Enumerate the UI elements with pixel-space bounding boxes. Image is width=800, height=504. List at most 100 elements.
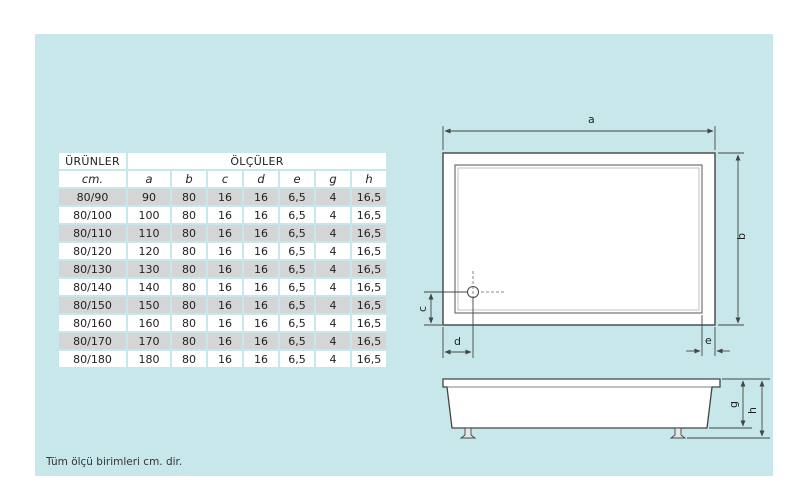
product-cell: 80/170 xyxy=(59,333,126,349)
dimension-cell: 80 xyxy=(172,279,206,295)
dimension-cell: 6,5 xyxy=(280,351,314,367)
subheader-cell: a xyxy=(128,171,170,187)
footnote: Tüm ölçü birimleri cm. dir. xyxy=(46,456,183,468)
tray-basin-edge xyxy=(457,167,700,311)
dimension-c: c xyxy=(416,291,468,326)
tray-inner-basin xyxy=(454,164,703,314)
dimension-cell: 160 xyxy=(128,315,170,331)
dimension-cell: 80 xyxy=(172,315,206,331)
dimension-cell: 16,5 xyxy=(352,315,386,331)
dimension-cell: 130 xyxy=(128,261,170,277)
label-h: h xyxy=(746,407,759,414)
dimension-cell: 16,5 xyxy=(352,297,386,313)
dimension-cell: 16 xyxy=(244,297,278,313)
tray-foot-right xyxy=(669,427,687,439)
label-a: a xyxy=(588,113,595,126)
dimension-cell: 100 xyxy=(128,207,170,223)
label-d: d xyxy=(454,335,461,348)
dimension-cell: 4 xyxy=(316,261,350,277)
product-cell: 80/130 xyxy=(59,261,126,277)
product-cell: 80/110 xyxy=(59,225,126,241)
dimension-cell: 16 xyxy=(244,315,278,331)
dimension-cell: 4 xyxy=(316,333,350,349)
dimension-cell: 4 xyxy=(316,351,350,367)
product-cell: 80/120 xyxy=(59,243,126,259)
header-products: ÜRÜNLER xyxy=(59,153,126,169)
dimension-cell: 16,5 xyxy=(352,243,386,259)
subheader-cell: g xyxy=(316,171,350,187)
dimension-d: d xyxy=(442,298,474,358)
dimension-cell: 90 xyxy=(128,189,170,205)
dimension-cell: 16,5 xyxy=(352,189,386,205)
dimension-cell: 6,5 xyxy=(280,243,314,259)
dimension-cell: 170 xyxy=(128,333,170,349)
dimension-a: a xyxy=(442,113,716,150)
label-e: e xyxy=(705,334,712,347)
product-cell: 80/90 xyxy=(59,189,126,205)
dimension-cell: 16 xyxy=(208,315,242,331)
dimension-cell: 6,5 xyxy=(280,333,314,349)
table-subheader-row: cm. a b c d e g h xyxy=(59,171,386,187)
tray-top-view xyxy=(442,152,716,326)
header-dimensions: ÖLÇÜLER xyxy=(128,153,386,169)
tray-side-view xyxy=(442,378,721,439)
table-header-row: ÜRÜNLER ÖLÇÜLER xyxy=(59,153,386,169)
dimension-cell: 16 xyxy=(208,333,242,349)
dimension-cell: 80 xyxy=(172,297,206,313)
product-cell: 80/180 xyxy=(59,351,126,367)
label-g: g xyxy=(727,401,740,408)
dimension-cell: 16 xyxy=(244,243,278,259)
dimension-cell: 16 xyxy=(244,351,278,367)
dimension-cell: 6,5 xyxy=(280,225,314,241)
dimension-cell: 80 xyxy=(172,351,206,367)
dimension-cell: 16,5 xyxy=(352,225,386,241)
dimension-cell: 16 xyxy=(244,333,278,349)
dimension-cell: 16 xyxy=(244,207,278,223)
dimension-cell: 16 xyxy=(244,261,278,277)
tray-side-body xyxy=(442,378,721,429)
dimension-cell: 6,5 xyxy=(280,315,314,331)
dimension-cell: 4 xyxy=(316,315,350,331)
subheader-cell: c xyxy=(208,171,242,187)
dimension-cell: 80 xyxy=(172,225,206,241)
dimension-cell: 16 xyxy=(208,243,242,259)
dimension-cell: 16 xyxy=(208,261,242,277)
product-cell: 80/140 xyxy=(59,279,126,295)
dimension-cell: 150 xyxy=(128,297,170,313)
product-cell: 80/100 xyxy=(59,207,126,223)
dimension-cell: 6,5 xyxy=(280,207,314,223)
dimension-cell: 4 xyxy=(316,243,350,259)
dimension-cell: 16 xyxy=(208,189,242,205)
dimension-cell: 4 xyxy=(316,207,350,223)
dimension-cell: 140 xyxy=(128,279,170,295)
product-cell: 80/160 xyxy=(59,315,126,331)
subheader-cell: d xyxy=(244,171,278,187)
dimension-cell: 80 xyxy=(172,207,206,223)
dimension-cell: 16 xyxy=(244,225,278,241)
product-cell: 80/150 xyxy=(59,297,126,313)
dimension-cell: 16 xyxy=(244,279,278,295)
dimension-cell: 80 xyxy=(172,189,206,205)
subheader-cell: e xyxy=(280,171,314,187)
dimension-cell: 4 xyxy=(316,279,350,295)
dimension-cell: 16 xyxy=(208,297,242,313)
dimension-cell: 16,5 xyxy=(352,261,386,277)
dimension-cell: 16 xyxy=(208,207,242,223)
dimension-cell: 16 xyxy=(208,351,242,367)
dimension-cell: 6,5 xyxy=(280,189,314,205)
dimension-cell: 16,5 xyxy=(352,333,386,349)
dimension-h: h xyxy=(687,378,770,439)
dimension-cell: 16 xyxy=(208,279,242,295)
dimension-cell: 80 xyxy=(172,333,206,349)
